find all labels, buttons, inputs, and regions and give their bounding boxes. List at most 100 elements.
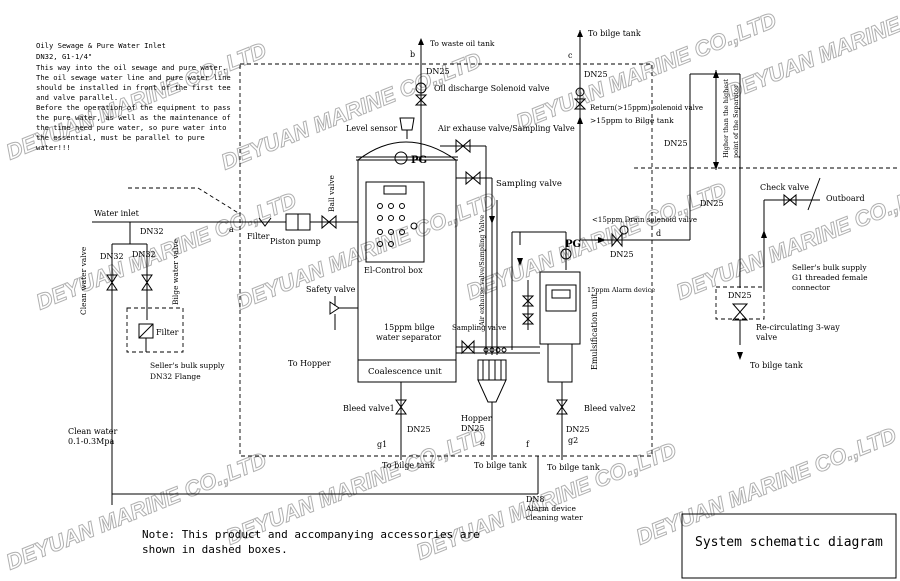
- dn25-c-label: DN25: [584, 70, 608, 79]
- recirc-valve-label: valve: [755, 333, 777, 342]
- arrow-down-icon: [489, 216, 495, 224]
- drain-valve-label: <15ppm Drain solenoid valve: [592, 216, 697, 224]
- clean-water-valve-label: Clean water valve: [79, 246, 88, 315]
- note-line: This way into the oil sewage and pure wa…: [36, 63, 226, 72]
- control-lamp: [399, 215, 405, 221]
- note-line: the time need pure water, so pure water …: [36, 123, 226, 132]
- point-b-label: b: [410, 50, 415, 59]
- pressure-gauge-icon: [394, 151, 408, 165]
- bleed-valve-1-label: Bleed valve1: [343, 404, 395, 413]
- arrow-down-icon: [737, 352, 743, 360]
- control-switch: [388, 241, 394, 247]
- arrow-up-icon: [577, 30, 583, 37]
- title-block: [681, 513, 897, 579]
- hull-line: [807, 177, 821, 211]
- dn25-d-label: DN25: [610, 250, 634, 259]
- to-waste-oil-label: To waste oil tank: [430, 39, 495, 48]
- emulsification-lower: [547, 343, 573, 383]
- alarm-device-label: 15ppm Alarm device: [587, 286, 655, 294]
- inlet-note: Oily Sewage & Pure Water Inlet DN32, G1-…: [36, 41, 231, 152]
- hopper-top: [477, 359, 507, 381]
- pressure-gauge-2-icon: [560, 248, 572, 260]
- control-switch: [377, 229, 383, 235]
- control-switch: [377, 241, 383, 247]
- alarm-sample-valve-icon: [521, 295, 535, 307]
- check-valve-label: Check valve: [760, 183, 809, 192]
- product-dashed-box: [239, 63, 653, 457]
- level-sensor-label: Level sensor: [346, 124, 397, 133]
- ball-valve-label: Ball valve: [327, 174, 336, 212]
- recirc-valve-label: Re-circulating 3-way: [756, 323, 840, 332]
- dn32-label: DN32: [140, 227, 164, 236]
- piston-pump-label: Piston pump: [270, 237, 321, 246]
- filter-ext-label: Filter: [156, 328, 179, 337]
- dn25-right-label: DN25: [664, 139, 688, 148]
- control-switch: [388, 229, 394, 235]
- note-line: Oily Sewage & Pure Water Inlet: [36, 41, 166, 50]
- point-d-label: d: [656, 229, 661, 238]
- sampling-valve-1-icon: [465, 170, 481, 186]
- note-line: the pure water, as well as the maintenan…: [36, 113, 231, 122]
- el-control-box: [365, 181, 425, 263]
- control-lamp: [399, 203, 405, 209]
- note-line: DN32, G1-1/4": [36, 52, 92, 61]
- pipe-joint: [495, 347, 501, 353]
- hopper-label: Hopper: [461, 414, 492, 423]
- oil-discharge-valve-label: Oil discharge Solenoid valve: [434, 84, 550, 93]
- higher-than-label: point of the Separator: [732, 84, 740, 158]
- oil-discharge-solenoid-icon: [415, 82, 427, 94]
- clean-water-valve-icon: [106, 274, 118, 291]
- arrow-right-icon: [598, 237, 606, 243]
- control-knob: [410, 222, 418, 230]
- to-bilge-g1-label: To bilge tank: [382, 461, 435, 470]
- pipe-joint: [483, 347, 489, 353]
- return-valve-label: Return(>15ppm) solenoid valve: [590, 104, 703, 112]
- filter-internal-icon: [258, 217, 272, 227]
- point-e-label: e: [480, 439, 485, 448]
- air-exhaust-valve-icon: [455, 138, 471, 154]
- point-g2-label: g2: [568, 436, 578, 445]
- dn25-g2-label: DN25: [566, 425, 590, 434]
- bleed-valve-2-label: Bleed valve2: [584, 404, 636, 413]
- bleed-valve-2-icon: [556, 399, 568, 415]
- drain-solenoid-icon: [619, 225, 629, 235]
- note-line: should be installed in front of the firs…: [36, 83, 231, 92]
- arrow-down-icon: [713, 162, 719, 170]
- point-f-label: f: [526, 440, 530, 449]
- oil-discharge-valve-icon: [414, 94, 428, 106]
- dn32-left-label: DN32: [100, 252, 124, 261]
- control-lamp: [377, 215, 383, 221]
- to-hopper-label: To Hopper: [288, 359, 331, 368]
- filter-internal-label: Filter: [247, 232, 270, 241]
- control-switch: [399, 229, 405, 235]
- sampling-valve-2-icon: [461, 339, 475, 355]
- arrow-down-icon: [517, 258, 523, 266]
- arrow-up-icon: [577, 116, 583, 124]
- arrow-up-icon: [713, 70, 719, 78]
- sellers-g1-label: G1 threaded female: [792, 273, 868, 282]
- note-text: shown in dashed boxes.: [142, 543, 288, 556]
- dn25-3way-label: DN25: [728, 291, 752, 300]
- air-exhaust-vertical-label: Air exhause valve/Sampling Valve: [478, 215, 486, 327]
- pipe-joint: [489, 347, 495, 353]
- ball-valve-icon: [321, 214, 337, 230]
- dn25-vertical-label: DN25: [700, 199, 724, 208]
- to-bilge-g2-label: To bilge tank: [547, 463, 600, 472]
- pressure-gauge-2-label: PG: [565, 239, 581, 250]
- control-lamp: [388, 215, 394, 221]
- return-valve-icon: [573, 98, 587, 110]
- point-g1-label: g1: [377, 440, 387, 449]
- to-bilge-recirc-label: To bilge tank: [750, 361, 803, 370]
- alarm-device-icon: [545, 284, 577, 312]
- outboard-label: Outboard: [826, 194, 865, 203]
- alarm-display: [551, 289, 571, 299]
- separator-label: water separator: [376, 333, 441, 342]
- note-line: Before the operation of the equipment to…: [36, 103, 231, 112]
- control-lamp: [377, 203, 383, 209]
- recirc-valve-icon: [731, 303, 749, 313]
- sellers-supply-label: Seller's bulk supply: [150, 361, 225, 370]
- alarm-sample-valve-icon: [521, 313, 535, 325]
- pipe-joint: [501, 347, 507, 353]
- note-line: The oil sewage water line and pure water…: [36, 73, 231, 82]
